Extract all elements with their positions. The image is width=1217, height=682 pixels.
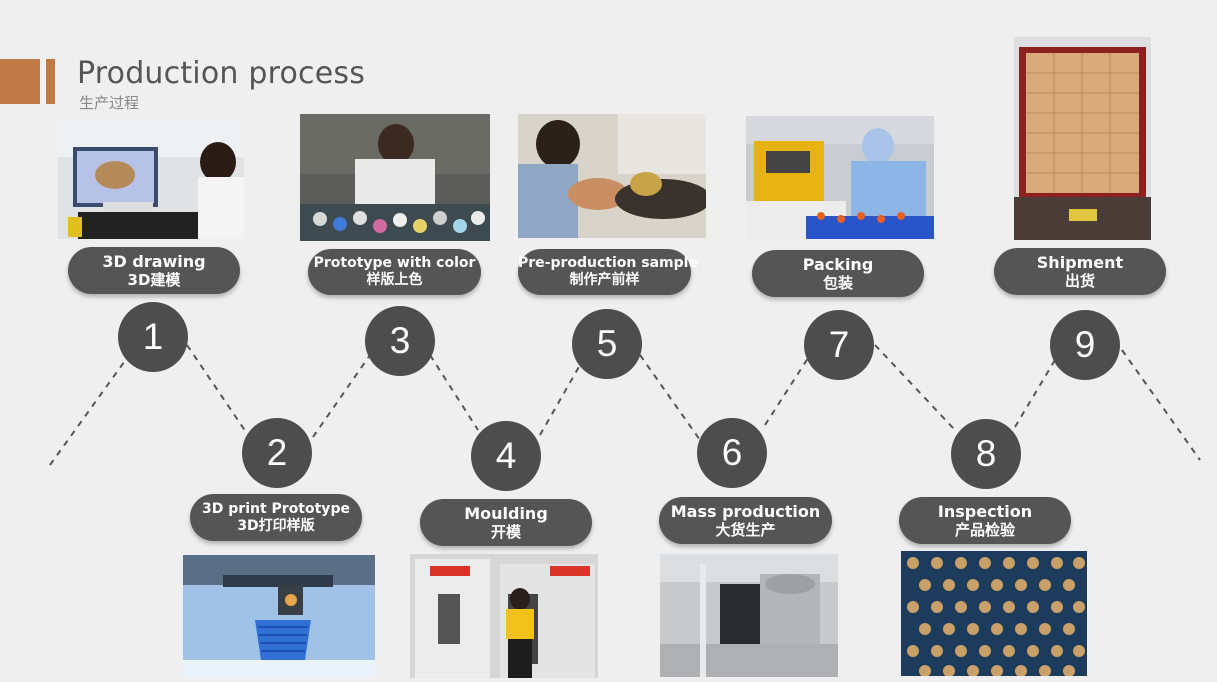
- step-label-6: Mass production 大货生产: [659, 497, 832, 544]
- photo-packing: [746, 116, 934, 239]
- step-label-9: Shipment 出货: [994, 248, 1166, 295]
- step-7-label-en: Packing: [802, 254, 874, 274]
- step-8-label-zh: 产品检验: [954, 521, 1015, 540]
- step-3-label-en: Prototype with color: [313, 255, 476, 272]
- step-5-label-en: Pre-production sample: [518, 255, 698, 272]
- step-9-label-zh: 出货: [1064, 272, 1095, 291]
- step-4-label-zh: 开模: [490, 523, 521, 542]
- step-number-6: 6: [697, 418, 767, 488]
- step-label-2: 3D print Prototype 3D打印样版: [190, 494, 362, 541]
- step-7-label-zh: 包装: [822, 274, 853, 293]
- page-subtitle: 生产过程: [79, 94, 140, 112]
- page-title: Production process: [77, 56, 366, 91]
- photo-inspection: [901, 551, 1087, 676]
- step-3-label-zh: 样版上色: [366, 272, 423, 288]
- step-2-label-en: 3D print Prototype: [202, 500, 350, 517]
- step-5-label-zh: 制作产前样: [569, 272, 640, 288]
- step-number-3: 3: [365, 306, 435, 376]
- step-label-4: Moulding 开模: [420, 499, 592, 546]
- step-8-label-en: Inspection: [937, 501, 1033, 521]
- brand-bar-small: [46, 59, 55, 104]
- step-number-7: 7: [804, 310, 874, 380]
- photo-prototype-color: [300, 114, 490, 241]
- photo-mass-production: [660, 554, 838, 677]
- step-number-1: 1: [118, 302, 188, 372]
- brand-bar-large: [0, 59, 40, 104]
- step-label-8: Inspection 产品检验: [899, 497, 1071, 544]
- step-2-label-zh: 3D打印样版: [237, 517, 315, 534]
- photo-moulding: [410, 554, 598, 678]
- step-number-9: 9: [1050, 310, 1120, 380]
- photo-3d-print: [183, 555, 375, 678]
- step-6-label-zh: 大货生产: [715, 521, 776, 540]
- step-label-5: Pre-production sample 制作产前样: [518, 249, 698, 295]
- step-label-3: Prototype with color 样版上色: [308, 249, 481, 295]
- step-number-5: 5: [572, 309, 642, 379]
- photo-shipment: [1014, 37, 1151, 240]
- step-9-label-en: Shipment: [1036, 252, 1124, 272]
- step-number-2: 2: [242, 418, 312, 488]
- step-label-7: Packing 包装: [752, 250, 924, 297]
- photo-pre-production: [518, 114, 706, 238]
- step-number-4: 4: [471, 421, 541, 491]
- photo-3d-drawing: [58, 117, 244, 239]
- step-1-label-en: 3D drawing: [102, 251, 206, 271]
- step-number-8: 8: [951, 419, 1021, 489]
- step-label-1: 3D drawing 3D建模: [68, 247, 240, 294]
- step-6-label-en: Mass production: [670, 501, 821, 521]
- step-1-label-zh: 3D建模: [127, 271, 181, 290]
- step-4-label-en: Moulding: [464, 503, 548, 523]
